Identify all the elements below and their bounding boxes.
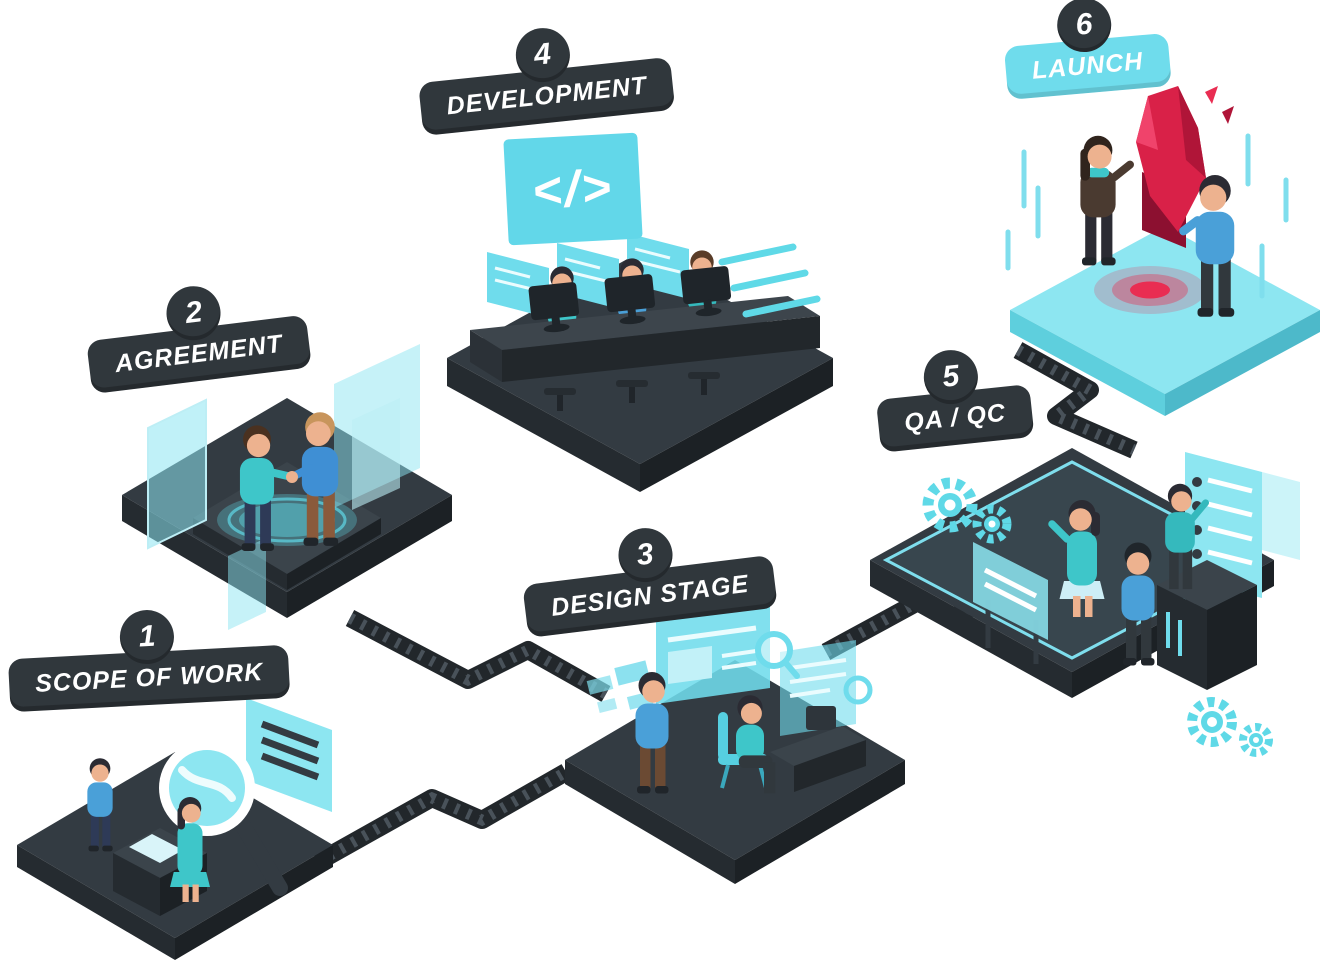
stool (544, 388, 576, 411)
step-badge-launch: 6 LAUNCH (1000, 0, 1172, 100)
platform-side (175, 845, 333, 960)
platform-design-stage (565, 606, 905, 884)
platform-qa-qc (870, 448, 1300, 757)
handshake (266, 464, 314, 483)
ui-panel-main (656, 606, 770, 704)
person-qa-1 (1048, 500, 1105, 617)
server-kiosk (1157, 560, 1257, 690)
monitor (604, 274, 656, 325)
step-badge-qa-qc: 5 QA / QC (871, 342, 1035, 453)
platform-side (870, 560, 1072, 698)
person-partner-right (301, 412, 339, 546)
person-launch-female (1080, 135, 1135, 266)
document-icon (246, 698, 332, 812)
platform-side (1010, 310, 1165, 416)
stool (688, 372, 720, 395)
glass-panel (352, 398, 400, 510)
platform-side (447, 358, 640, 492)
step-badge-scope-of-work: 1 SCOPE OF WORK (6, 603, 291, 713)
platform-side (565, 760, 735, 884)
review-board (973, 542, 1048, 664)
person-designer-standing (635, 672, 669, 794)
platform-side (1165, 310, 1320, 416)
stool (616, 380, 648, 403)
glass-panel (228, 538, 266, 630)
launch-target (1094, 266, 1206, 314)
platform-launch (1005, 86, 1320, 416)
glass-panel (147, 398, 207, 550)
gear-icon (972, 504, 1012, 544)
celebration-streaks (1005, 133, 1289, 299)
monitor (528, 282, 580, 333)
zoom-lens-icon (755, 631, 873, 705)
platform-side (287, 495, 452, 618)
conveyor-track-2-to-3 (345, 610, 611, 702)
gear-icon (1239, 723, 1273, 757)
gear-icon (922, 477, 978, 533)
person-client-female (170, 797, 210, 902)
ui-panel-side (780, 640, 856, 736)
code-symbol-panel: </> (503, 132, 643, 246)
platform-side (735, 760, 905, 884)
work-desk (770, 706, 866, 792)
person-qa-2 (1121, 542, 1155, 666)
platform-side (640, 358, 833, 492)
desk (470, 296, 820, 382)
speed-streaks (718, 243, 821, 318)
conveyor-track-1-to-3 (313, 764, 571, 870)
person-launch-male (1179, 175, 1235, 317)
platform-side (17, 845, 175, 960)
platform-agreement (122, 344, 452, 630)
rocket-shape (1136, 86, 1234, 232)
person-qa-3 (1165, 483, 1210, 590)
platform-development (447, 233, 833, 492)
conveyor-track-6-to-5 (1013, 342, 1138, 459)
person-partner-left (239, 425, 275, 551)
monitor (680, 266, 732, 317)
gear-icon (1187, 697, 1237, 747)
person-designer-sitting (736, 695, 776, 794)
code-icon: </> (530, 158, 616, 220)
person-client-male (87, 758, 113, 852)
platform-scope-of-work (17, 698, 333, 960)
